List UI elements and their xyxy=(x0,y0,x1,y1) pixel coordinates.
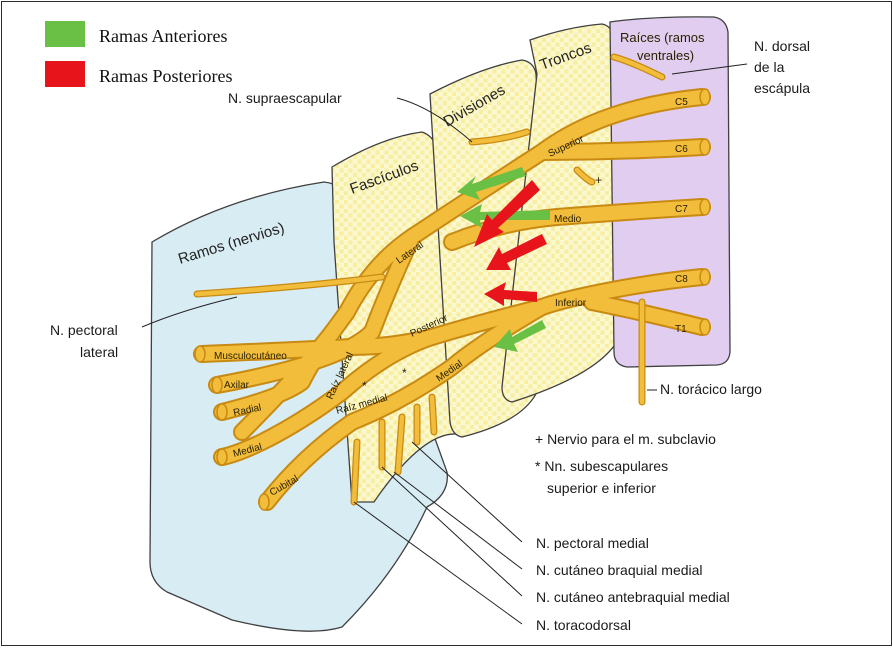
posterior-arrow xyxy=(484,282,537,306)
root-label: C8 xyxy=(675,274,688,285)
root-ends xyxy=(194,88,711,511)
legend-swatch-posterior xyxy=(45,61,85,87)
star-marker: * xyxy=(362,379,367,393)
trunk-label: Medio xyxy=(554,214,582,225)
legend-label-anterior: Ramas Anteriores xyxy=(99,26,227,46)
cutaneous-brachial-label: N. cutáneo braquial medial xyxy=(536,562,703,578)
legend: Ramas Anteriores Ramas Posteriores xyxy=(45,21,232,87)
section-title-raices-1: Raíces (ramos xyxy=(620,30,705,45)
star-marker: * xyxy=(402,366,407,380)
root-label: C6 xyxy=(675,144,688,155)
suprascapular-label: N. supraescapular xyxy=(228,90,342,106)
anterior-arrow xyxy=(494,320,546,352)
posterior-arrow xyxy=(474,180,540,247)
dorsal-scapular-label: escápula xyxy=(754,80,810,96)
thoracodorsal-label: N. toracodorsal xyxy=(536,617,631,633)
legend-label-posterior: Ramas Posteriores xyxy=(99,66,232,86)
legend-swatch-anterior xyxy=(45,21,85,47)
pectoral-lateral-label: lateral xyxy=(80,344,118,360)
cutaneous-antebrachial-label: N. cutáneo antebraquial medial xyxy=(536,589,730,605)
root-label: C5 xyxy=(675,97,688,108)
dorsal-scapular-label: N. dorsal xyxy=(754,38,810,54)
callout-lines xyxy=(141,63,748,625)
trunk-label: Inferior xyxy=(555,298,587,309)
anterior-arrow xyxy=(457,167,526,200)
pectoral-lateral-label: N. pectoral xyxy=(50,322,118,338)
division-arrows xyxy=(457,167,550,352)
branch-label: Axilar xyxy=(224,380,250,391)
dorsal-scapular-label: de la xyxy=(754,59,785,75)
posterior-arrow xyxy=(486,234,547,270)
branch-label: Musculocutáneo xyxy=(214,351,287,362)
pectoral-medial-label: N. pectoral medial xyxy=(536,535,649,551)
section-title-raices-2: ventrales) xyxy=(637,48,694,63)
nerve-network xyxy=(193,53,711,511)
note-plus: + Nervio para el m. subclavio xyxy=(535,431,716,447)
plus-marker: + xyxy=(595,173,602,187)
note-star: superior e inferior xyxy=(547,480,656,496)
root-label: T1 xyxy=(675,324,687,335)
root-label: C7 xyxy=(675,204,688,215)
note-star: * Nn. subescapulares xyxy=(535,458,668,474)
long-thoracic-label: N. torácico largo xyxy=(660,381,762,397)
